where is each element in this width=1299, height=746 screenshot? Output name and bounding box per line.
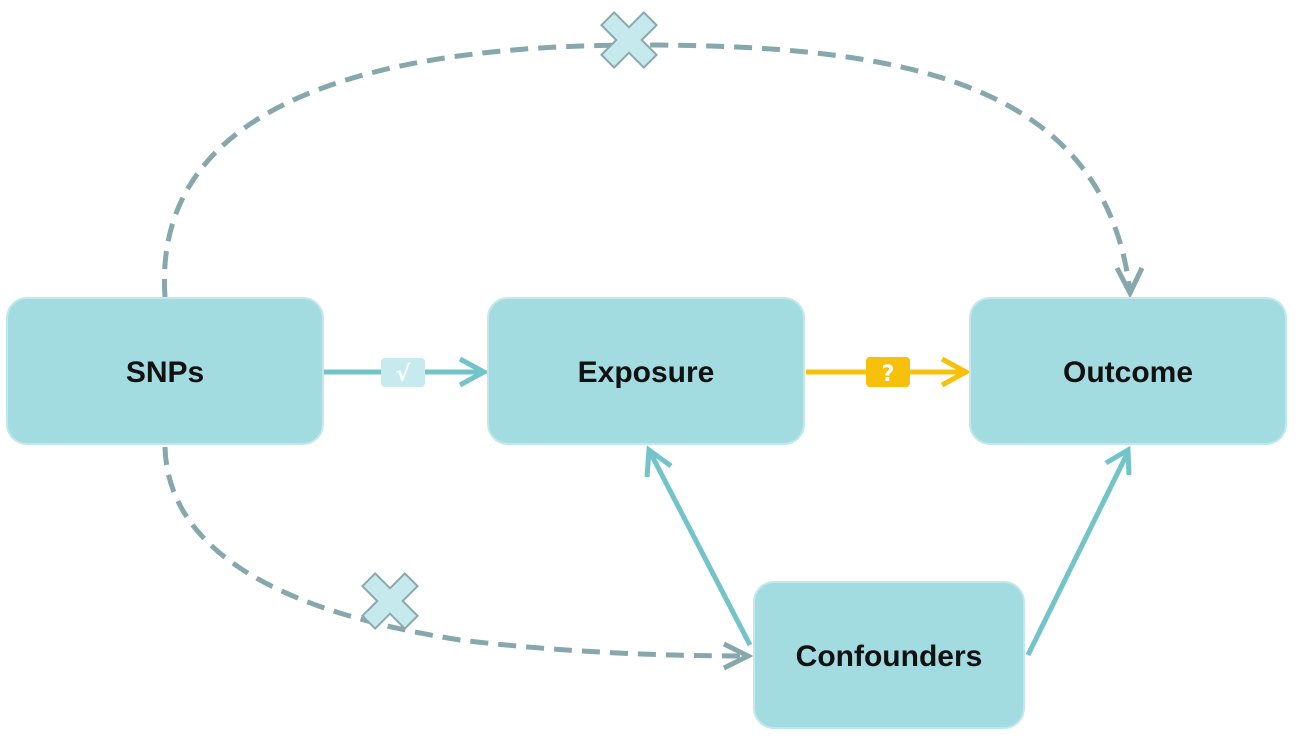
question-badge: ? bbox=[866, 357, 910, 387]
node-outcome-label: Outcome bbox=[1063, 356, 1193, 389]
node-outcome: Outcome bbox=[969, 297, 1287, 445]
edge-confounders-to-outcome bbox=[1025, 445, 1132, 657]
question-badge-label: ? bbox=[882, 362, 895, 387]
check-badge-label: √ bbox=[396, 362, 411, 387]
cross-icon bbox=[361, 572, 419, 630]
check-badge: √ bbox=[381, 358, 425, 387]
node-confounders: Confounders bbox=[753, 581, 1025, 729]
cross-icon bbox=[600, 11, 658, 69]
node-exposure-label: Exposure bbox=[578, 356, 715, 389]
edge-snps-to-confounders bbox=[162, 446, 754, 671]
node-snps-label: SNPs bbox=[126, 356, 204, 389]
node-confounders-label: Confounders bbox=[796, 640, 983, 673]
edge-snps-to-outcome bbox=[162, 42, 1145, 299]
node-exposure: Exposure bbox=[487, 297, 805, 445]
edge-confounders-to-exposure bbox=[644, 445, 753, 647]
node-snps: SNPs bbox=[6, 297, 324, 445]
